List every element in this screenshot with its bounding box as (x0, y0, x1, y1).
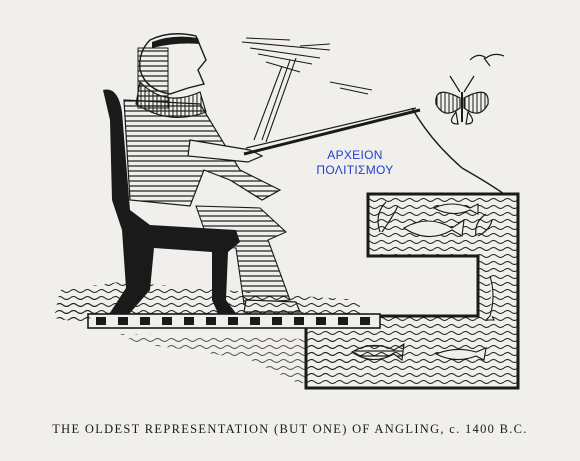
reeds-sketch (241, 37, 373, 143)
illustration-caption: THE OLDEST REPRESENTATION (BUT ONE) OF A… (52, 422, 528, 436)
ground-platform (54, 282, 381, 384)
watermark-line-2: ΠΟΛΙΤΙΣΜΟΥ (316, 163, 394, 177)
water-plant-icon (377, 201, 493, 237)
birds-sketch (469, 53, 505, 67)
archive-watermark: ΑΡΧΕΙΟΝ ΠΟΛΙΤΙΣΜΟΥ (300, 148, 410, 178)
fish-pool (304, 192, 520, 390)
seated-angler-figure (103, 33, 301, 322)
fish-icon (350, 203, 495, 362)
fishing-rod-and-line (243, 107, 505, 195)
butterfly-icon (435, 75, 489, 125)
angling-illustration (54, 33, 520, 390)
watermark-line-1: ΑΡΧΕΙΟΝ (327, 148, 383, 162)
